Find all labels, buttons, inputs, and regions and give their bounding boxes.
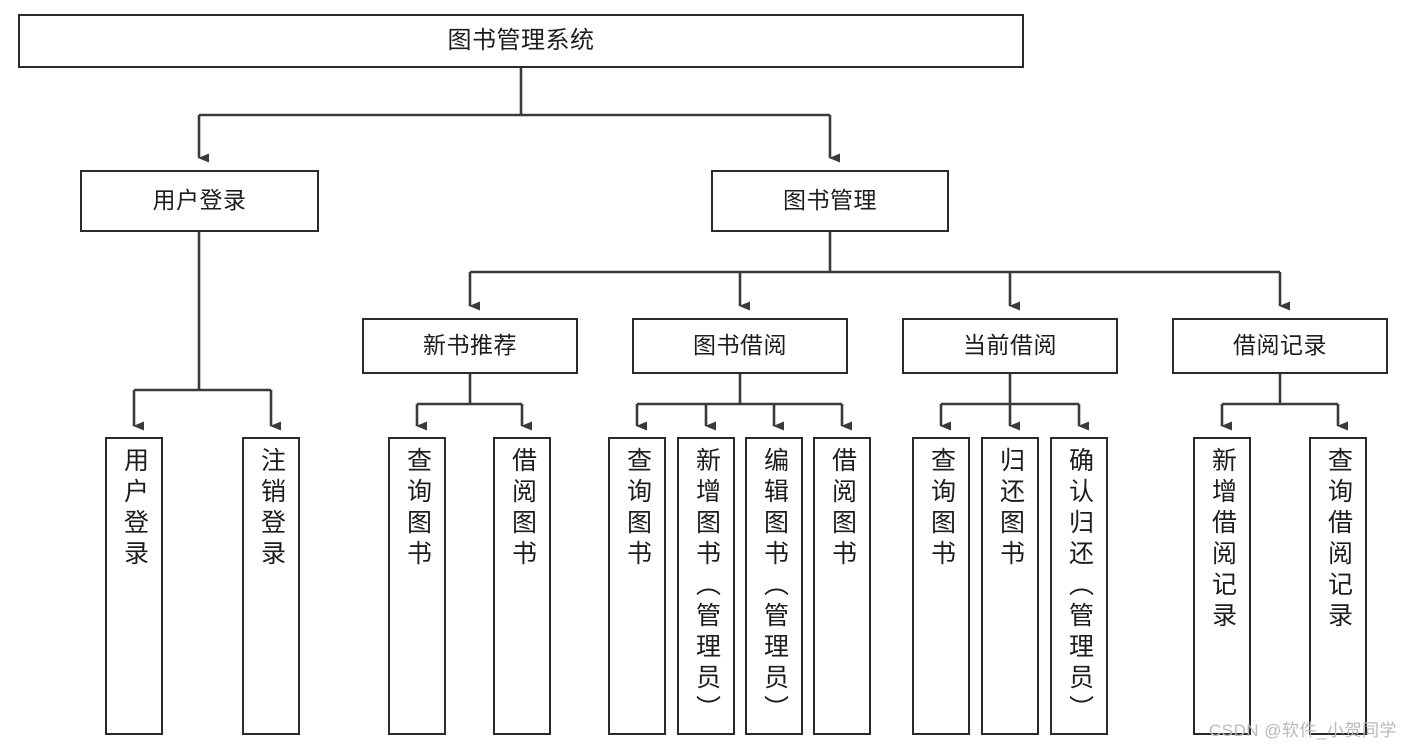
leaf-current-confirm-return-label: 确认归还（管理员）	[1065, 447, 1094, 726]
watermark: CSDN @软件_小贺同学	[1208, 721, 1397, 740]
leaf-record-add-label: 新增借阅记录	[1208, 447, 1237, 633]
node-root-system-label: 图书管理系统	[447, 26, 595, 54]
leaf-current-return-book[interactable]: 归还图书	[981, 437, 1039, 735]
leaf-borrow-query-book-label: 查询图书	[623, 447, 652, 571]
node-user-login-label: 用户登录	[152, 187, 247, 214]
leaf-new-book-query[interactable]: 查询图书	[388, 437, 446, 735]
node-new-book-recommend[interactable]: 新书推荐	[362, 318, 578, 374]
leaf-borrow-query-book[interactable]: 查询图书	[608, 437, 666, 735]
node-root-system[interactable]: 图书管理系统	[18, 14, 1024, 68]
leaf-record-add[interactable]: 新增借阅记录	[1193, 437, 1251, 735]
leaf-user-login-label: 用户登录	[120, 447, 149, 571]
leaf-new-book-query-label: 查询图书	[403, 447, 432, 571]
node-borrow-record[interactable]: 借阅记录	[1172, 318, 1388, 374]
leaf-current-return-book-label: 归还图书	[996, 447, 1025, 571]
leaf-borrow-edit-book-label: 编辑图书（管理员）	[760, 447, 789, 726]
node-new-book-recommend-label: 新书推荐	[423, 332, 517, 359]
leaf-borrow-borrow-book[interactable]: 借阅图书	[813, 437, 871, 735]
leaf-record-query[interactable]: 查询借阅记录	[1309, 437, 1367, 735]
node-borrow-record-label: 借阅记录	[1233, 332, 1327, 359]
leaf-new-book-borrow[interactable]: 借阅图书	[493, 437, 551, 735]
node-current-borrow-label: 当前借阅	[963, 332, 1057, 359]
leaf-current-query-book-label: 查询图书	[927, 447, 956, 571]
leaf-record-query-label: 查询借阅记录	[1324, 447, 1353, 633]
node-book-management-label: 图书管理	[783, 187, 877, 214]
node-user-login[interactable]: 用户登录	[80, 170, 319, 232]
leaf-borrow-borrow-book-label: 借阅图书	[828, 447, 857, 571]
leaf-user-logout[interactable]: 注销登录	[242, 437, 300, 735]
leaf-current-confirm-return[interactable]: 确认归还（管理员）	[1050, 437, 1108, 735]
leaf-borrow-edit-book[interactable]: 编辑图书（管理员）	[745, 437, 803, 735]
leaf-new-book-borrow-label: 借阅图书	[508, 447, 537, 571]
node-book-borrow-label: 图书借阅	[693, 332, 787, 359]
leaf-borrow-add-book-label: 新增图书（管理员）	[692, 447, 721, 726]
node-book-management[interactable]: 图书管理	[711, 170, 949, 232]
leaf-current-query-book[interactable]: 查询图书	[912, 437, 970, 735]
node-current-borrow[interactable]: 当前借阅	[902, 318, 1118, 374]
node-book-borrow[interactable]: 图书借阅	[632, 318, 848, 374]
leaf-user-login[interactable]: 用户登录	[105, 437, 163, 735]
leaf-user-logout-label: 注销登录	[257, 447, 286, 571]
leaf-borrow-add-book[interactable]: 新增图书（管理员）	[677, 437, 735, 735]
